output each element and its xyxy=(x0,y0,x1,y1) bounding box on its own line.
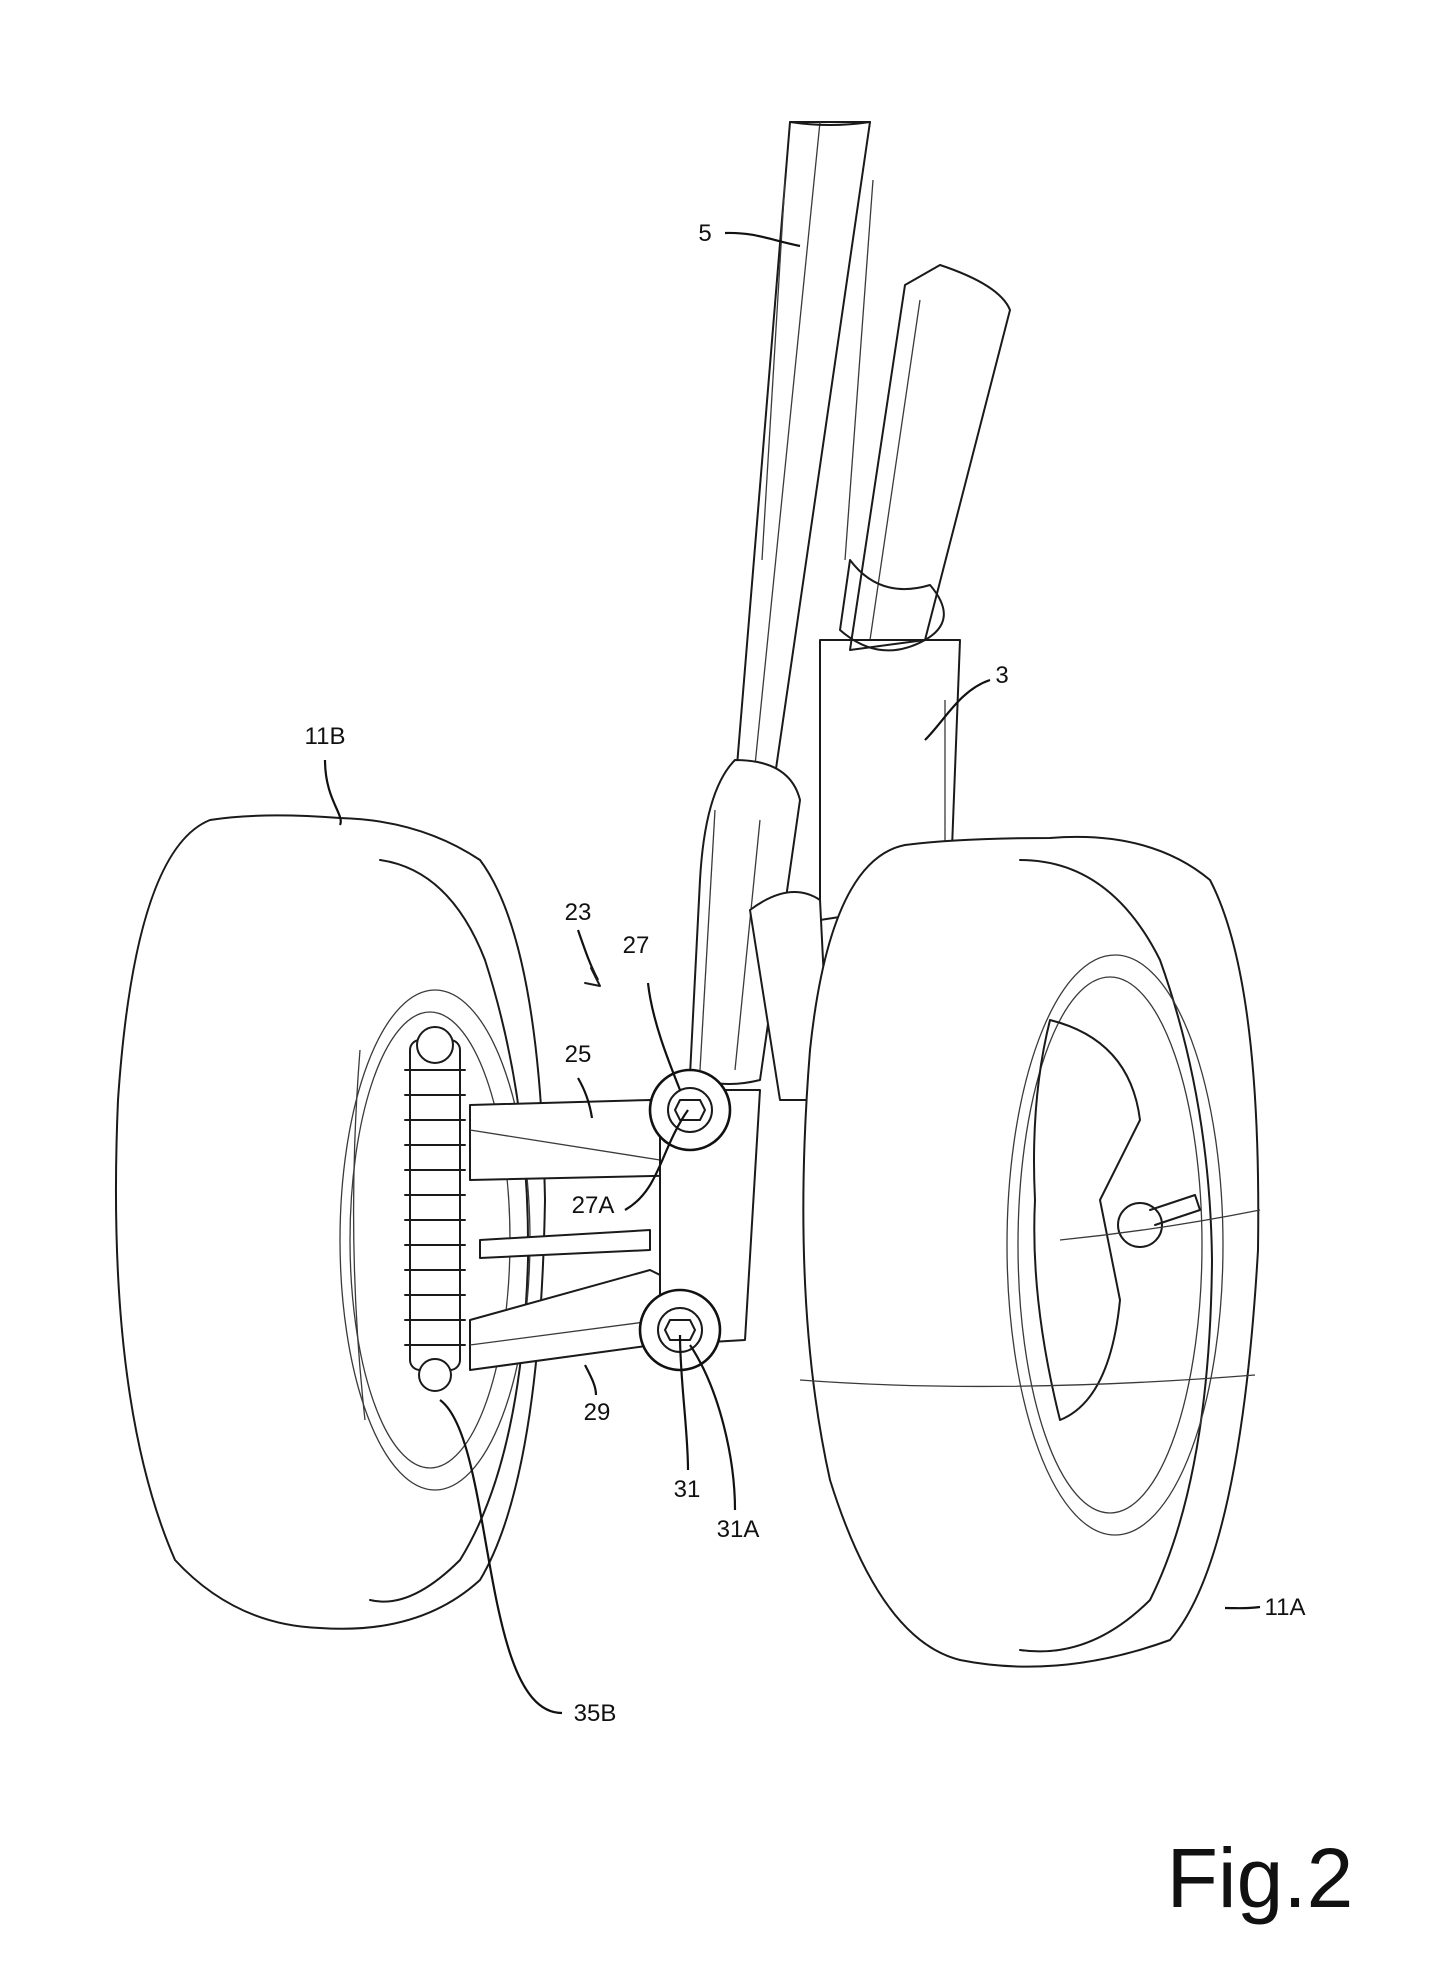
leader-27A xyxy=(624,1109,689,1211)
label-27: 27 xyxy=(623,932,650,959)
leader-35B xyxy=(439,1399,563,1715)
label-11A: 11A xyxy=(1265,1594,1306,1621)
leader-25 xyxy=(577,1077,594,1119)
label-27A: 27A xyxy=(572,1192,615,1219)
leader-lines xyxy=(323,231,1261,1715)
leader-31 xyxy=(678,1334,690,1471)
label-31: 31 xyxy=(674,1476,701,1503)
wheel-left xyxy=(114,814,546,1630)
leader-23 xyxy=(576,929,599,981)
arrow-23-head xyxy=(584,967,601,987)
label-31A: 31A xyxy=(717,1516,760,1543)
shock-absorber xyxy=(404,1026,466,1392)
leader-11B xyxy=(323,759,342,826)
leader-11A xyxy=(1224,1605,1261,1610)
frame-tube xyxy=(734,121,874,811)
label-23: 23 xyxy=(565,899,592,926)
label-11B: 11B xyxy=(305,723,346,750)
leader-29 xyxy=(584,1364,598,1396)
wheel-right xyxy=(799,835,1261,1668)
figure-title: Fig.2 xyxy=(1167,1831,1354,1925)
body-frame xyxy=(819,264,1011,921)
label-29: 29 xyxy=(584,1399,611,1426)
leader-3 xyxy=(924,678,991,741)
leader-27 xyxy=(646,982,682,1091)
label-35B: 35B xyxy=(574,1700,617,1727)
pivot-upright xyxy=(638,759,831,1372)
label-25: 25 xyxy=(565,1041,592,1068)
leader-31A xyxy=(689,1344,737,1511)
label-3: 3 xyxy=(995,662,1008,689)
label-5: 5 xyxy=(698,220,711,247)
leader-5 xyxy=(724,231,801,248)
